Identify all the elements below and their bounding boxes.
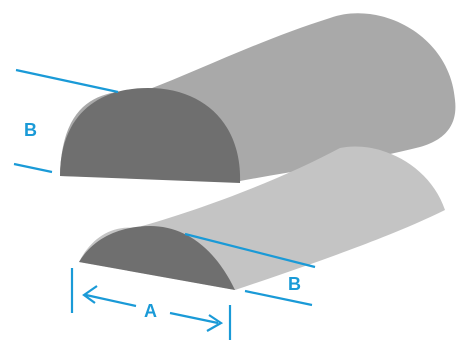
small-bar-end-face — [79, 226, 235, 290]
large-height-bottom-line — [13, 162, 53, 174]
large-height-label: B — [24, 120, 37, 140]
width-right-arrowhead — [206, 314, 224, 332]
large-half-round-bar — [60, 13, 456, 183]
small-height-bottom-line — [244, 289, 313, 307]
small-width-label: A — [144, 301, 157, 321]
large-height-top-line — [15, 68, 119, 94]
small-height-top-line — [184, 232, 316, 269]
width-arrow-left-segment — [85, 293, 137, 308]
small-half-round-bar — [79, 146, 445, 290]
dimension-lines — [13, 68, 316, 340]
small-height-label: B — [288, 274, 301, 294]
width-arrow-right-segment — [169, 311, 219, 325]
width-left-arrowhead — [82, 285, 98, 304]
large-bar-end-face — [60, 88, 241, 183]
